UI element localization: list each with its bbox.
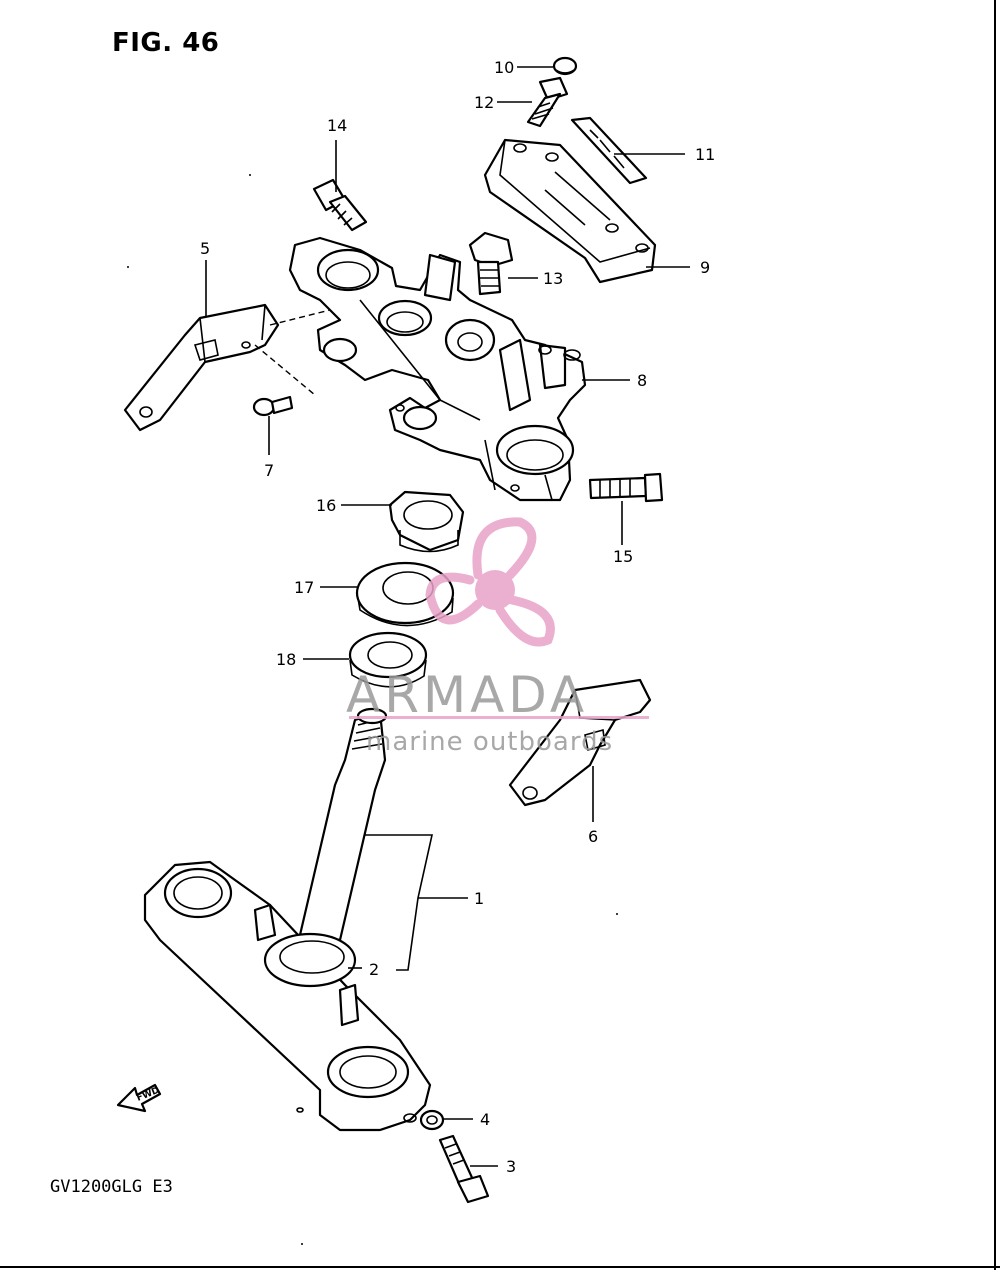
part-12-bolt — [526, 76, 569, 128]
watermark-tagline: marine outboards — [366, 727, 613, 757]
callout-10: 10 — [494, 58, 514, 77]
part-9-handlebar-holder — [483, 138, 657, 284]
callout-numbers: 1 2 3 4 5 6 7 8 9 10 11 12 13 14 15 16 1… — [200, 58, 715, 1176]
model-code: GV1200GLG E3 — [50, 1177, 173, 1197]
figure-title: FIG. 46 — [112, 28, 220, 58]
callout-13: 13 — [543, 269, 563, 288]
part-7-bolt — [252, 395, 294, 417]
leader-lines — [205, 66, 690, 1167]
fwd-arrow: FWD — [116, 1083, 162, 1113]
part-1-steering-stem — [143, 707, 432, 1132]
callout-14: 14 — [327, 116, 347, 135]
callout-4: 4 — [480, 1110, 490, 1129]
callout-18: 18 — [276, 650, 296, 669]
callout-5: 5 — [200, 239, 210, 258]
callout-2: 2 — [369, 960, 379, 979]
part-15-bolt — [588, 472, 664, 503]
callout-7: 7 — [264, 461, 274, 480]
part-10-cap — [552, 56, 578, 76]
part-5-left-bracket — [123, 303, 280, 432]
callout-6: 6 — [588, 827, 598, 846]
callout-11: 11 — [695, 145, 715, 164]
part-8-upper-bracket — [288, 236, 587, 502]
part-16-nut — [388, 490, 465, 553]
callout-3: 3 — [506, 1157, 516, 1176]
frame-edge-bottom — [0, 1266, 1000, 1268]
part-13-bolt — [468, 231, 514, 296]
part-11-badge — [570, 116, 648, 185]
callout-8: 8 — [637, 371, 647, 390]
propeller-logo-icon — [425, 517, 555, 647]
part-3-bolt — [438, 1134, 490, 1204]
watermark-brand: ARMADA — [346, 666, 588, 724]
frame-edge-right — [994, 0, 996, 1270]
part-14-bolt — [312, 178, 368, 232]
part-17-washer — [355, 561, 455, 627]
callout-16: 16 — [316, 496, 336, 515]
callout-12: 12 — [474, 93, 494, 112]
callout-17: 17 — [294, 578, 314, 597]
part-18-bearing — [348, 631, 428, 688]
callout-9: 9 — [700, 258, 710, 277]
watermark: ARMADA marine outboards — [346, 517, 649, 757]
part-4-washer — [419, 1109, 445, 1131]
scan-specks — [127, 174, 618, 1245]
callout-1: 1 — [474, 889, 484, 908]
callout-15: 15 — [613, 547, 633, 566]
